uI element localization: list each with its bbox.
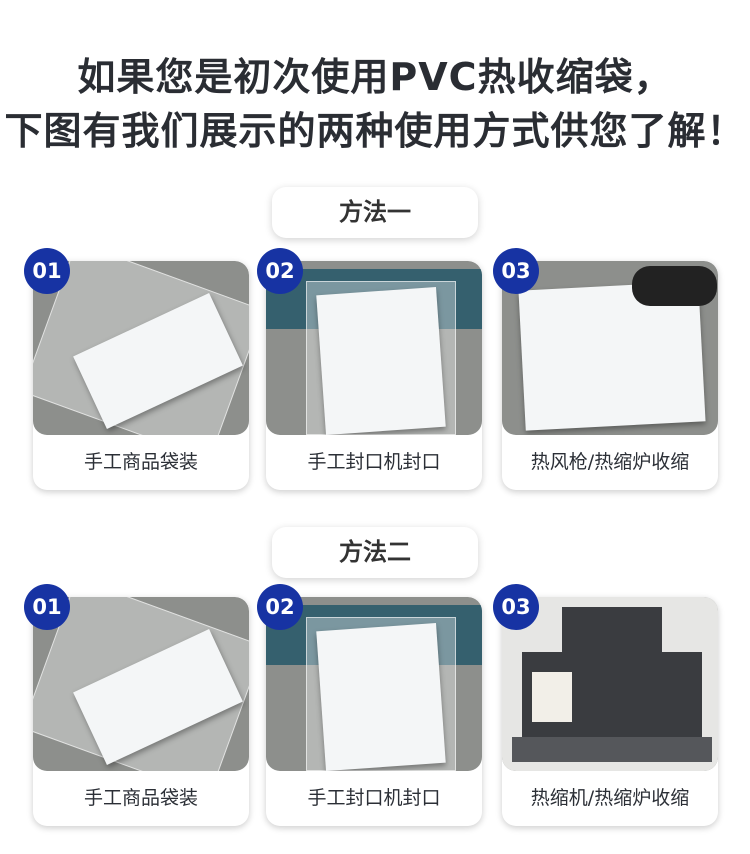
bagged-product-photo	[33, 597, 249, 771]
heat-gun-photo	[502, 261, 718, 435]
step-badge: 01	[24, 248, 70, 294]
step-badge: 03	[493, 584, 539, 630]
step-card: 手工封口机封口	[266, 597, 482, 826]
step-card: 手工商品袋装	[33, 597, 249, 826]
headline-line-1: 如果您是初次使用PVC热收缩袋，	[77, 55, 673, 99]
step-label: 手工封口机封口	[307, 787, 441, 809]
step-card: 热风枪/热缩炉收缩	[502, 261, 718, 490]
step-label: 热缩机/热缩炉收缩	[530, 787, 690, 809]
sealer-photo	[266, 597, 482, 771]
step-card: 手工封口机封口	[266, 261, 482, 490]
sealer-photo	[266, 261, 482, 435]
bagged-product-photo	[33, 261, 249, 435]
shrink-machine-photo	[502, 597, 718, 771]
step-label: 热风枪/热缩炉收缩	[530, 451, 690, 473]
step-label: 手工商品袋装	[83, 451, 198, 473]
step-card: 手工商品袋装	[33, 261, 249, 490]
step-card: 热缩机/热缩炉收缩	[502, 597, 718, 826]
method-1-title: 方法一	[272, 187, 478, 238]
step-badge: 02	[257, 584, 303, 630]
step-label: 手工商品袋装	[83, 787, 198, 809]
step-badge: 02	[257, 248, 303, 294]
step-label: 手工封口机封口	[307, 451, 441, 473]
step-badge: 03	[493, 248, 539, 294]
method-2-title: 方法二	[272, 527, 478, 578]
headline-line-2: 下图有我们展示的两种使用方式供您了解！	[4, 109, 746, 153]
step-badge: 01	[24, 584, 70, 630]
